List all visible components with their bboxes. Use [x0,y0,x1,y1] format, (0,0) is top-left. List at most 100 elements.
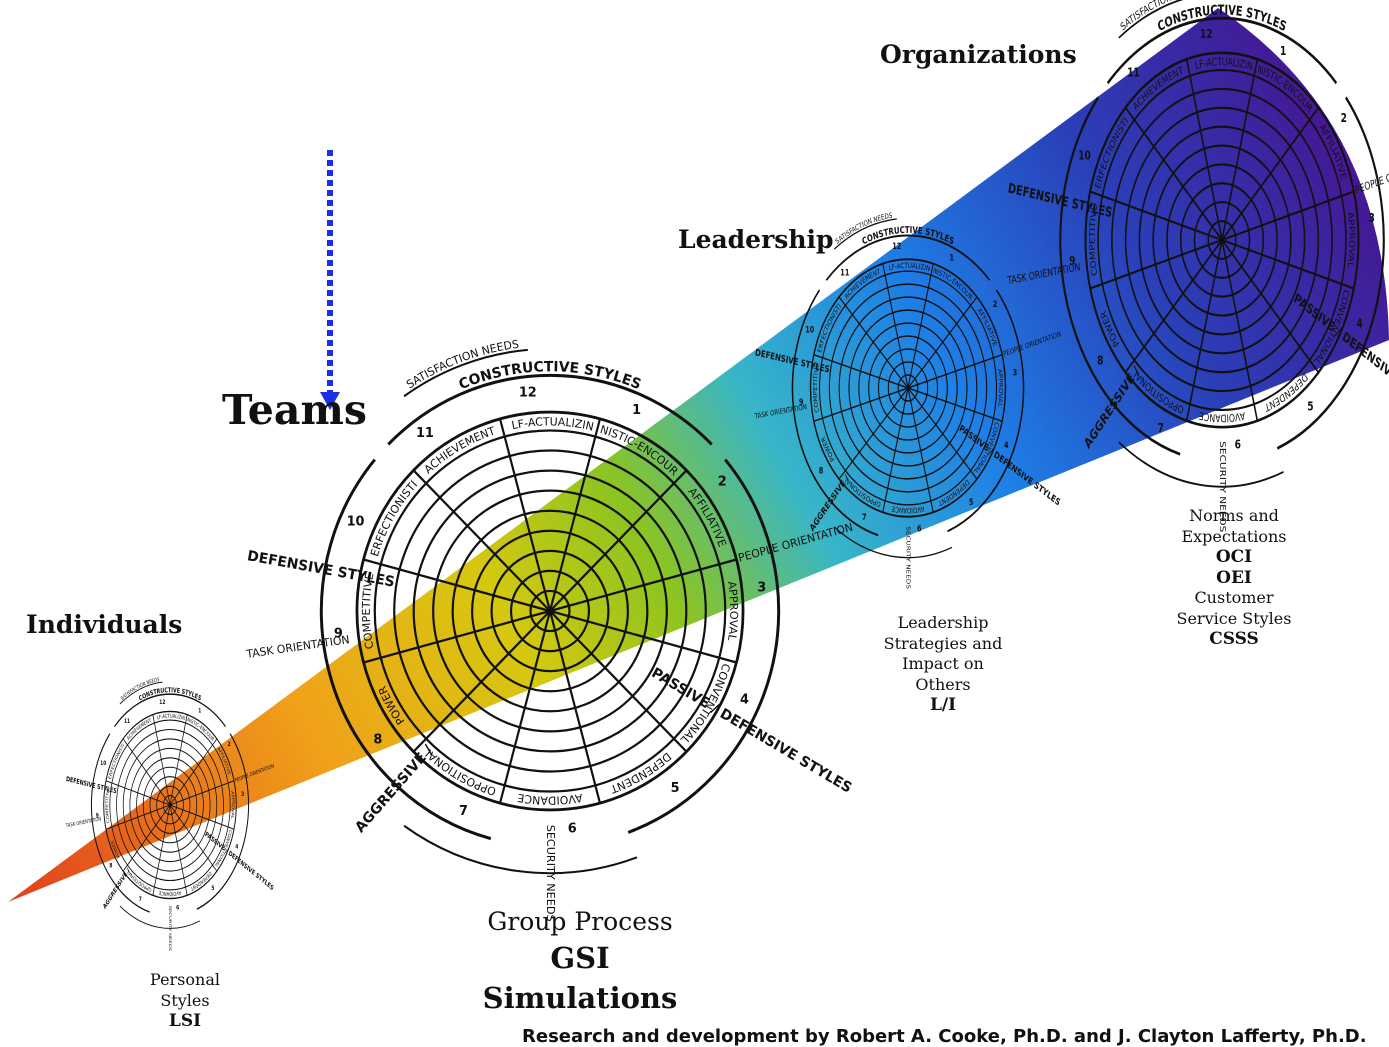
leadership-desc-line-3: Impact on [902,654,984,673]
ring-2 [1193,201,1251,279]
cluster-arc-0 [1106,16,1338,85]
security-arc [119,905,201,929]
organizations-instrument-1: OCI [1215,547,1253,567]
leadership-description: Leadership Strategies and Impact on Othe… [868,613,1018,716]
segment-number-12: 12 [519,385,537,400]
ring-1 [1207,220,1237,260]
ring-5 [451,509,649,713]
organizations-desc-line-1: Norms and [1189,506,1279,525]
satisfaction-arc [119,681,163,705]
ring-8 [828,283,988,493]
ring-9 [373,429,727,793]
outer-ring [355,410,745,812]
cluster-aggressive-label-a: AGGRESSIVE / [103,867,132,911]
cluster-arc-2 [791,289,879,537]
outer-ring [809,258,1007,518]
spoke-6 [1185,239,1223,422]
ring-5 [1152,144,1292,336]
segment-number-8: 8 [819,466,824,476]
spoke-9 [1089,190,1223,242]
ring-7 [1124,106,1320,374]
segment-name-9: COMPETITIVE [1088,203,1100,277]
spoke-10 [1124,106,1223,241]
ring-2 [887,361,929,415]
spoke-11 [152,714,171,806]
spoke-3 [1221,238,1355,290]
spoke-1 [907,296,978,389]
individuals-desc-line-2: Styles [160,990,210,1010]
ring-1 [162,795,178,815]
satisfaction-arc [834,218,897,250]
axis-security-label: SECURITY NEEDS [1217,441,1226,532]
segment-number-12: 12 [892,241,901,251]
spoke-0 [548,418,602,612]
organizations-desc-line-2: Expectations [1181,526,1287,546]
ring-8 [393,449,707,773]
spoke-6 [152,804,171,896]
cluster-arc-0 [387,373,713,446]
cluster-arc-2 [90,733,150,913]
segment-number-2: 2 [993,299,998,309]
ring-6 [129,747,211,863]
ring-7 [122,738,218,872]
ring-4 [1166,163,1278,317]
ring-6 [848,309,968,467]
ring-3 [149,776,191,834]
spoke-2 [169,780,235,806]
spoke-10 [412,469,551,612]
segment-number-6: 6 [176,905,179,912]
spoke-2 [1221,190,1355,242]
cluster-arc-0 [825,234,991,281]
segment-number-7: 7 [459,804,468,819]
segment-number-3: 3 [1369,210,1375,225]
spoke-1 [549,469,688,612]
satisfaction-arc [1118,0,1184,39]
spoke-0 [1221,58,1259,241]
segment-number-1: 1 [1280,43,1286,58]
leadership-desc-line-1: Leadership [897,613,989,632]
organizations-desc2-line-1: Customer [1194,588,1274,607]
teams-instrument: GSI [550,941,610,975]
outer-ring [1084,51,1360,429]
segment-name-3: APPROVAL [1345,211,1356,269]
ring-4 [142,766,198,844]
dotted-arrow-head-icon [320,392,340,410]
segment-number-2: 2 [1341,111,1347,126]
cluster-arc-1 [627,458,781,834]
security-arc [403,824,638,875]
teams-desc-line-1: Group Process [487,907,673,936]
segment-number-5: 5 [211,886,214,893]
segment-number-9: 9 [799,397,804,407]
segment-number-4: 4 [235,844,238,851]
segment-number-3: 3 [757,580,766,595]
segment-number-8: 8 [1097,353,1103,368]
segment-number-9: 9 [96,813,99,820]
spoke-11 [498,418,552,612]
segment-number-10: 10 [805,325,814,335]
spoke-11 [1185,58,1223,241]
cluster-arc-1 [1276,96,1385,450]
segment-number-12: 12 [159,699,165,706]
segment-number-3: 3 [1013,368,1018,378]
axis-security-label: SECURITY NEEDS [905,526,912,589]
ring-3 [490,549,610,673]
segment-name-9: COMPETITIVE [105,786,111,823]
satisfaction-arc [403,348,528,398]
segment-number-7: 7 [862,512,867,522]
organizations-heading: Organizations [880,40,1077,69]
segment-name-6: AVOIDANCE [517,791,584,807]
ring-6 [1138,125,1306,355]
segment-number-1: 1 [198,708,201,715]
spoke-9 [813,353,909,389]
ring-7 [838,296,978,480]
segment-name-9: COMPETITIVE [812,363,821,414]
spoke-7 [122,804,171,872]
ring-8 [116,728,224,882]
cluster-constructive-label: CONSTRUCTIVE STYLES [138,688,202,703]
individuals-instrument: LSI [168,1011,202,1031]
ring-5 [858,322,958,454]
ring-1 [529,589,571,633]
spoke-1 [169,738,218,806]
spoke-7 [838,387,909,480]
cluster-arc-2 [1059,96,1181,456]
